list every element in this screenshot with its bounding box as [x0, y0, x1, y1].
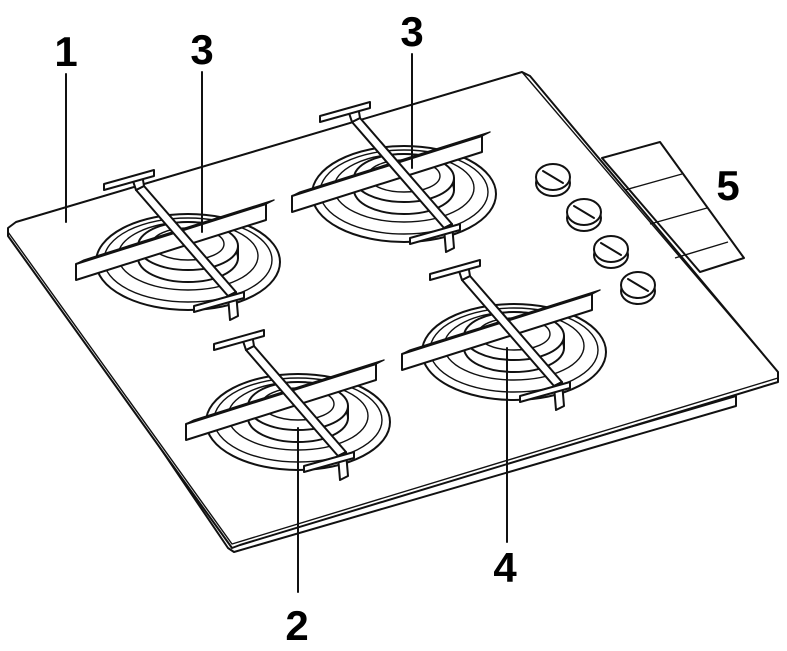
callout-label-3-left: 3	[190, 26, 213, 73]
control-knob-3-icon[interactable]	[593, 235, 629, 269]
callout-label-3-right: 3	[400, 8, 423, 55]
control-knob-2-icon[interactable]	[566, 198, 602, 232]
callout-label-4: 4	[493, 544, 517, 591]
control-panel	[601, 141, 745, 273]
callout-label-2: 2	[285, 602, 308, 649]
control-knob-4-icon[interactable]	[620, 271, 656, 305]
control-knob-1-icon[interactable]	[535, 163, 571, 197]
leader-lines	[65, 53, 508, 593]
callout-label-1: 1	[54, 28, 77, 75]
callout-label-5: 5	[716, 162, 739, 209]
